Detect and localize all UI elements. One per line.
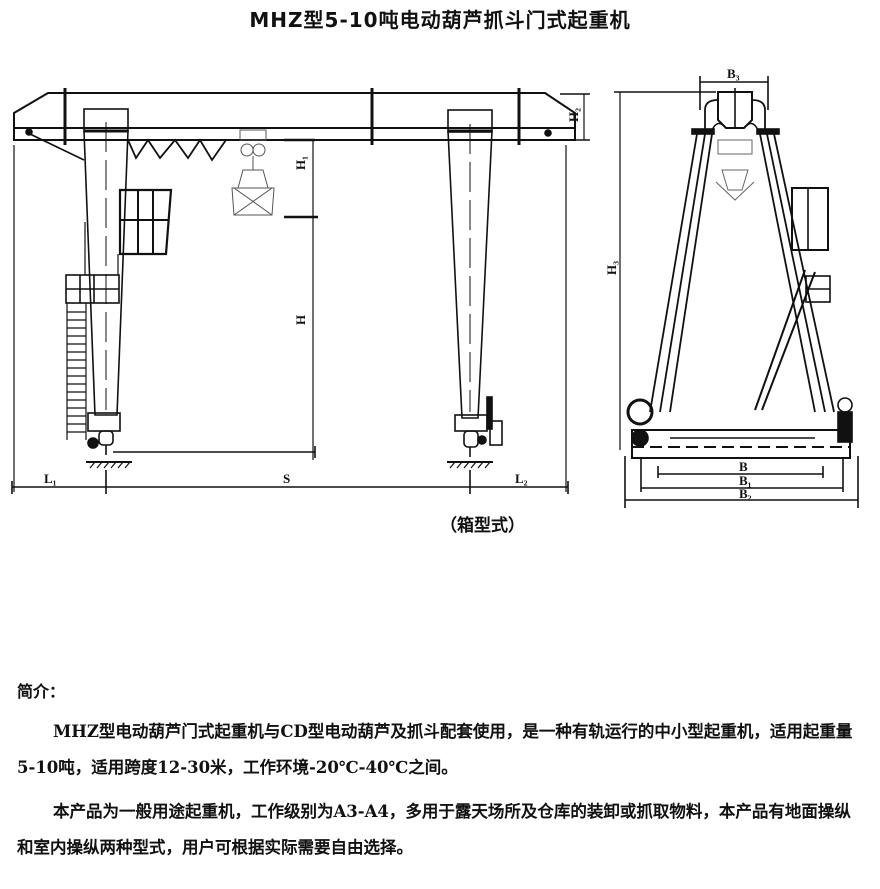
dim-label-h1: H₁ <box>293 156 308 170</box>
dim-label-h3: H₃ <box>604 261 619 275</box>
paragraph-text: MHZ型电动葫芦门式起重机与CD型电动葫芦及抓斗配套使用，是一种有轨运行的中小型… <box>17 722 853 777</box>
dim-label-l1: L₁ <box>44 471 57 486</box>
intro-heading: 简介： <box>17 682 66 701</box>
dim-label-b2: B₂ <box>739 486 752 501</box>
gantry-crane-technical-drawing: L₁ S L₂ H H₁ H₂ B₃ H₃ B B₁ B₂ <box>11 66 859 508</box>
intro-paragraph-2: 本产品为一般用途起重机，工作级别为A3-A4，多用于露天场所及仓库的装卸或抓取物… <box>17 794 857 866</box>
paragraph-text: 本产品为一般用途起重机，工作级别为A3-A4，多用于露天场所及仓库的装卸或抓取物… <box>17 802 851 857</box>
dim-label-s: S <box>283 471 290 486</box>
dim-label-h: H <box>293 315 308 325</box>
document-title: MHZ型5-10吨电动葫芦抓斗门式起重机 <box>249 8 631 32</box>
dim-label-b1: B₁ <box>739 473 752 488</box>
dim-label-l2: L₂ <box>515 471 528 486</box>
drawing-caption: （箱型式） <box>440 516 525 536</box>
dim-label-b3: B₃ <box>727 66 740 81</box>
side-view <box>614 76 859 508</box>
front-view <box>11 88 590 494</box>
dim-label-h2: H₂ <box>566 108 581 122</box>
dim-label-b: B <box>739 459 748 474</box>
intro-paragraph-1: MHZ型电动葫芦门式起重机与CD型电动葫芦及抓斗配套使用，是一种有轨运行的中小型… <box>17 714 857 786</box>
